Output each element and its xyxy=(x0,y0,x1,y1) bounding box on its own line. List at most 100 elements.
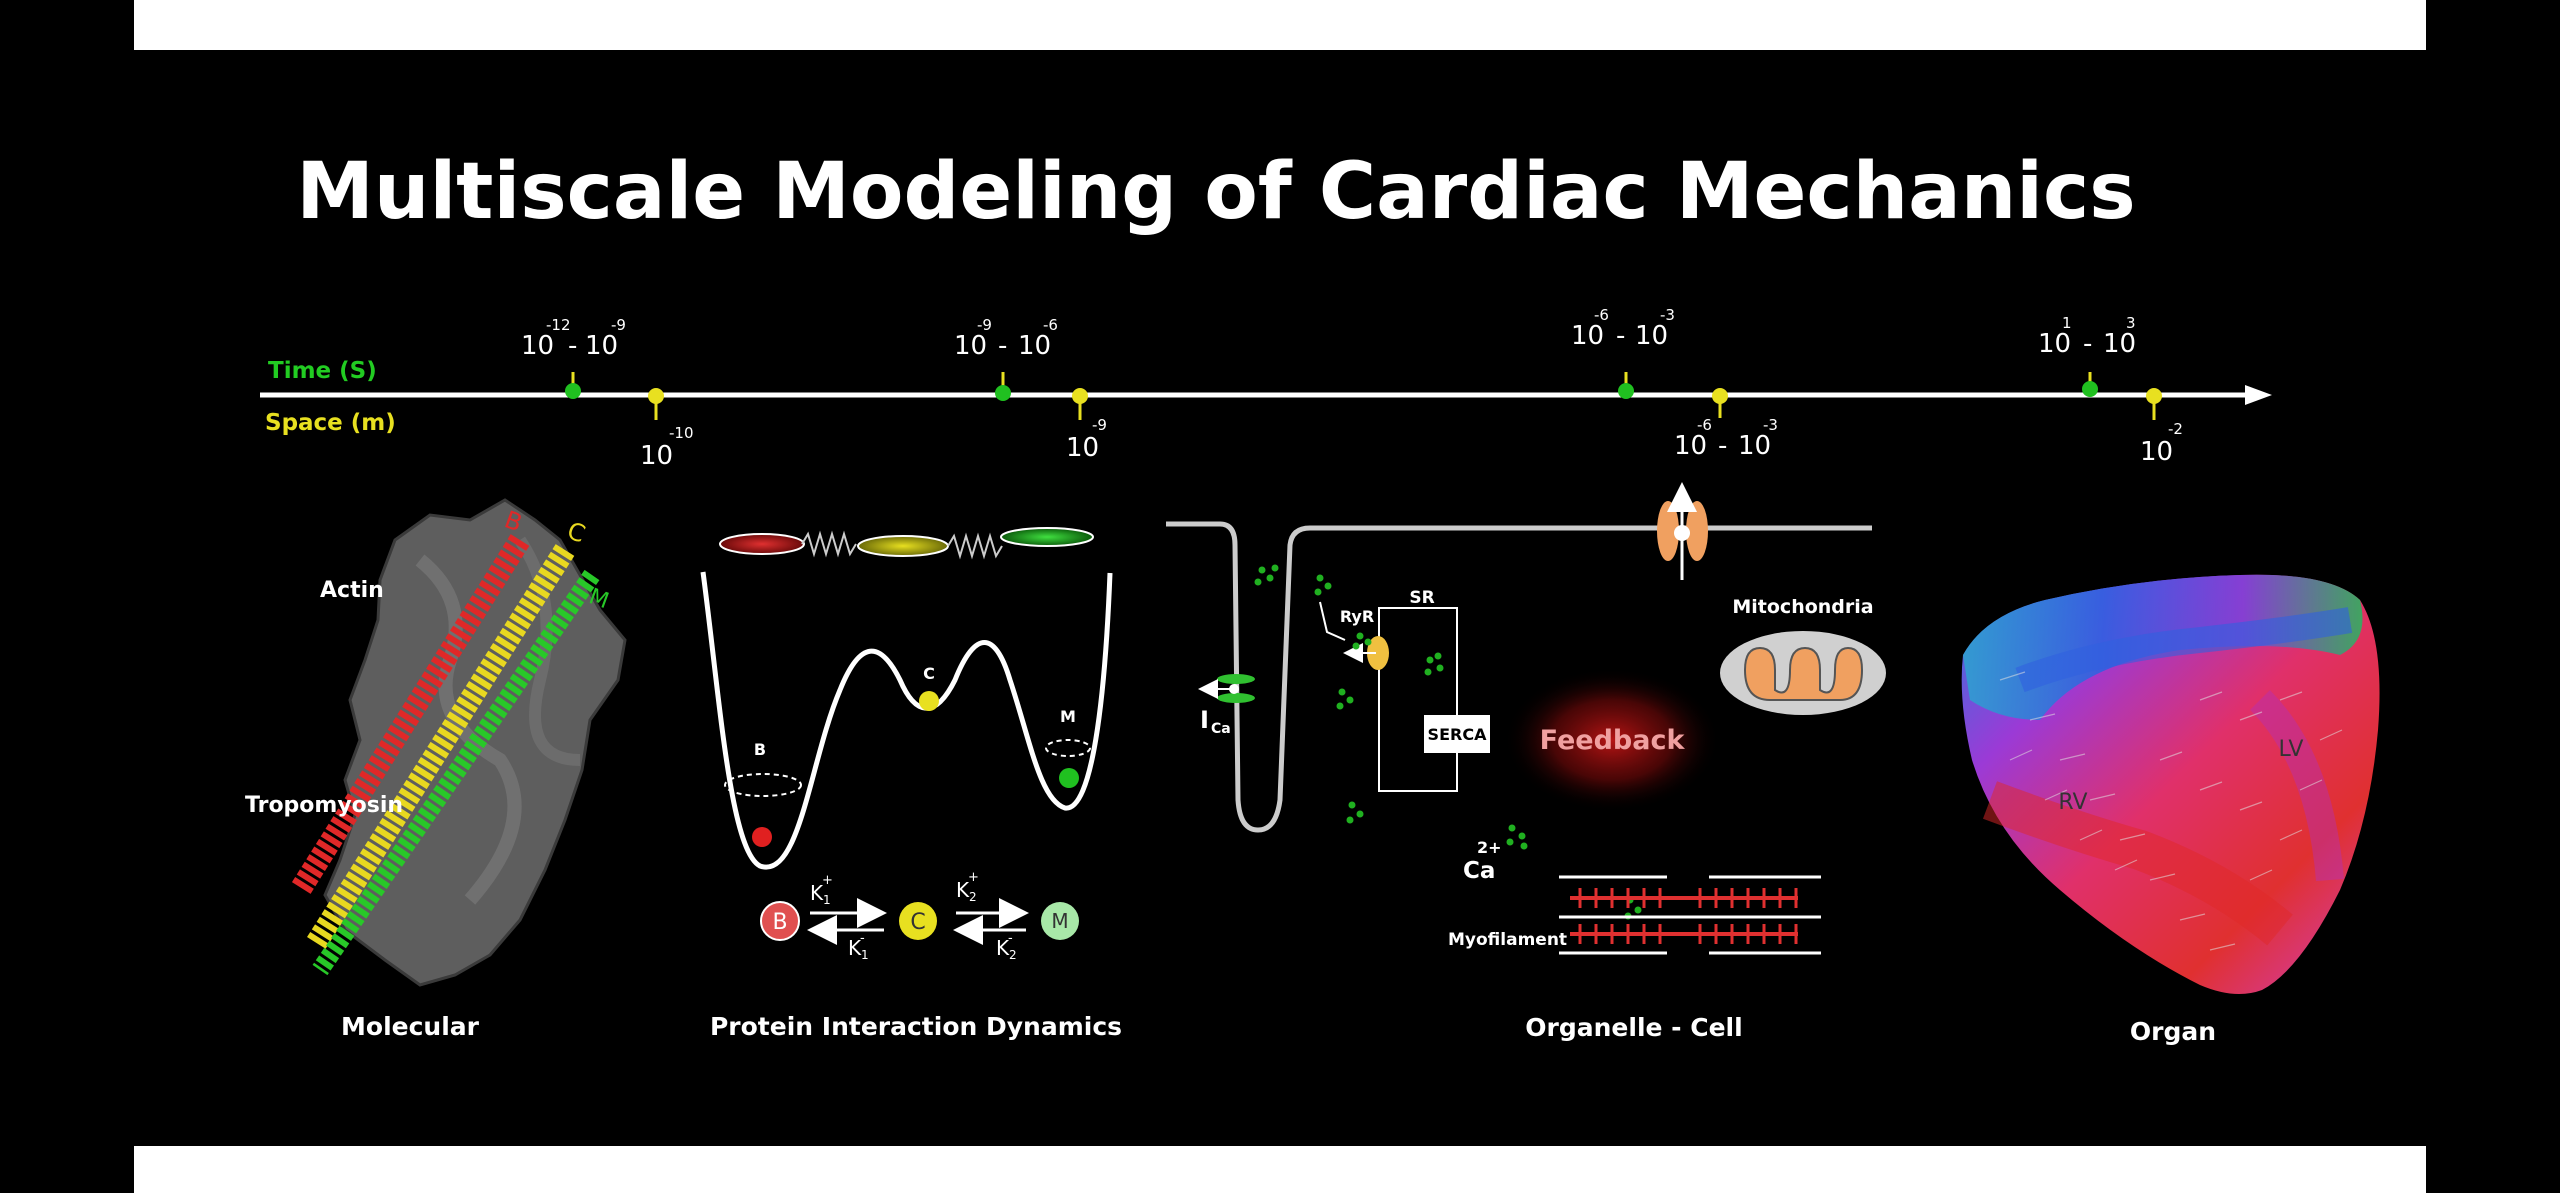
svg-text:2: 2 xyxy=(969,890,977,904)
time-marker xyxy=(995,372,1011,401)
svg-text:3: 3 xyxy=(2126,314,2136,332)
protein-panel: B C M B C M K 1 + K 1 - K 2 + K 2 xyxy=(700,527,1122,1041)
svg-text:+: + xyxy=(822,873,833,888)
strand-c xyxy=(305,544,575,951)
svg-text:10: 10 xyxy=(585,331,618,361)
svg-text:I: I xyxy=(1200,706,1209,734)
svg-text:1: 1 xyxy=(2062,314,2072,332)
molecular-caption: Molecular xyxy=(341,1012,480,1041)
ryr-channel xyxy=(1367,636,1389,670)
myofilament xyxy=(1559,875,1821,955)
strand-m xyxy=(312,569,600,976)
svg-text:10: 10 xyxy=(2038,329,2071,359)
space-tick-label: 10 -9 xyxy=(1066,416,1107,463)
k2-plus-label: K 2 + xyxy=(956,870,979,904)
svg-text:2: 2 xyxy=(1009,948,1017,962)
space-tick-label: 10 -2 xyxy=(2140,420,2183,467)
sr-box xyxy=(1378,607,1458,792)
ca-label: Ca 2+ xyxy=(1463,838,1502,884)
k2-minus-label: K 2 - xyxy=(996,931,1017,962)
page-title: Multiscale Modeling of Cardiac Mechanics xyxy=(296,147,2135,237)
well-b-label: B xyxy=(754,740,766,759)
svg-text:-: - xyxy=(568,331,577,361)
svg-text:-: - xyxy=(1718,431,1727,461)
strand-b xyxy=(290,534,530,896)
svg-text:10: 10 xyxy=(1571,321,1604,351)
svg-text:K: K xyxy=(996,936,1010,960)
svg-text:-6: -6 xyxy=(1697,416,1712,434)
k1-minus-label: K 1 - xyxy=(848,931,869,962)
state-b: B xyxy=(772,910,787,935)
svg-text:K: K xyxy=(810,881,824,905)
space-marker xyxy=(1072,388,1088,420)
scale-axis: Time (S) Space (m) 10 -12 - 10 -9 10 -9 … xyxy=(260,306,2272,471)
well-c-label: C xyxy=(923,664,935,683)
svg-text:-: - xyxy=(860,931,865,946)
ica-channel xyxy=(1198,674,1255,703)
svg-text:+: + xyxy=(968,870,979,885)
svg-text:10: 10 xyxy=(1018,331,1051,361)
membrane-channel xyxy=(1657,482,1708,580)
svg-text:-3: -3 xyxy=(1763,416,1778,434)
cell-membrane xyxy=(1166,521,1872,833)
svg-text:-: - xyxy=(1008,931,1013,946)
svg-text:-12: -12 xyxy=(546,316,571,334)
space-marker xyxy=(1712,388,1728,418)
cell-panel: I Ca SR SERCA RyR Feedback Mitochondria xyxy=(1166,482,1886,1042)
energy-landscape xyxy=(700,571,1113,870)
svg-text:Ca: Ca xyxy=(1463,858,1495,884)
svg-text:1: 1 xyxy=(861,948,869,962)
svg-text:K: K xyxy=(848,936,862,960)
svg-text:-9: -9 xyxy=(977,316,992,334)
svg-text:10: 10 xyxy=(954,331,987,361)
feedback-label: Feedback xyxy=(1540,725,1686,756)
calcium-dots xyxy=(1254,564,1642,920)
space-tick-label: 10 -10 xyxy=(640,424,694,471)
time-marker xyxy=(565,372,581,399)
svg-text:K: K xyxy=(956,878,970,902)
svg-text:-6: -6 xyxy=(1594,306,1609,324)
mitochondria-label: Mitochondria xyxy=(1732,596,1873,618)
svg-text:-: - xyxy=(1616,321,1625,351)
svg-text:10: 10 xyxy=(1066,433,1099,463)
ica-label: I Ca xyxy=(1200,706,1231,737)
svg-text:10: 10 xyxy=(1674,431,1707,461)
time-marker xyxy=(2082,372,2098,397)
svg-text:10: 10 xyxy=(2140,437,2173,467)
organ-caption: Organ xyxy=(2130,1017,2216,1046)
actin-label: Actin xyxy=(320,578,384,603)
state-c: C xyxy=(910,910,925,935)
space-marker xyxy=(2146,388,2162,420)
serca-label: SERCA xyxy=(1428,725,1488,744)
svg-text:-: - xyxy=(998,331,1007,361)
svg-text:10: 10 xyxy=(1738,431,1771,461)
time-tick-label: 10 -6 - 10 -3 xyxy=(1571,306,1675,351)
time-tick-label: 10 -12 - 10 -9 xyxy=(521,316,626,361)
k1-plus-label: K 1 + xyxy=(810,873,833,907)
organ-panel: RV LV Organ xyxy=(1961,574,2380,1046)
svg-text:-6: -6 xyxy=(1043,316,1058,334)
cell-caption: Organelle - Cell xyxy=(1525,1013,1742,1042)
svg-text:10: 10 xyxy=(1635,321,1668,351)
protein-caption: Protein Interaction Dynamics xyxy=(710,1012,1122,1041)
ryr-label: RyR xyxy=(1340,607,1374,626)
svg-text:2+: 2+ xyxy=(1477,838,1502,857)
time-marker xyxy=(1618,372,1634,399)
svg-text:Ca: Ca xyxy=(1211,721,1231,737)
time-axis-label: Time (S) xyxy=(268,358,377,384)
svg-text:10: 10 xyxy=(640,441,673,471)
lv-label: LV xyxy=(2279,737,2304,762)
well-m-label: M xyxy=(1060,707,1076,726)
molecular-panel: B C M Actin Tropomyosin Molecular xyxy=(245,498,627,1041)
serca-box xyxy=(1424,715,1490,753)
svg-text:-3: -3 xyxy=(1660,306,1675,324)
space-marker xyxy=(648,388,664,420)
svg-text:-10: -10 xyxy=(669,424,694,442)
state-m: M xyxy=(1051,909,1068,933)
tropomyosin-label: Tropomyosin xyxy=(245,793,403,818)
time-tick-label: 10 -9 - 10 -6 xyxy=(954,316,1058,361)
svg-text:-2: -2 xyxy=(2168,420,2183,438)
svg-text:10: 10 xyxy=(521,331,554,361)
space-axis-label: Space (m) xyxy=(265,410,396,436)
svg-text:10: 10 xyxy=(2103,329,2136,359)
